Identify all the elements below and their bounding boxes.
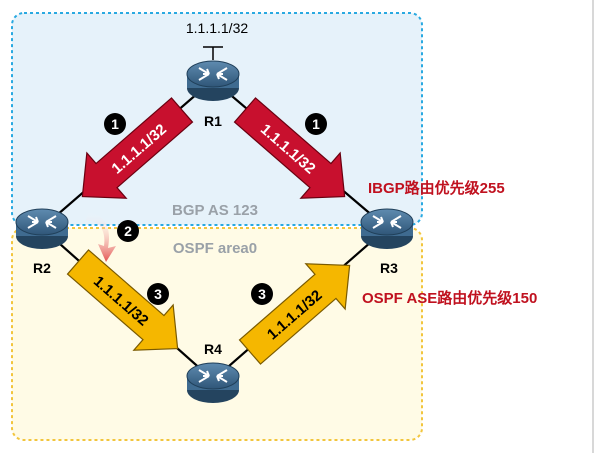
router-r1-label: R1 — [204, 113, 222, 129]
r1-loopback-stub — [203, 46, 223, 60]
ibgp-preference-annotation: IBGP路由优先级255 — [368, 179, 505, 197]
numbered-circle-icon: 2 — [117, 220, 139, 242]
router-r3-label: R3 — [380, 260, 398, 276]
router-r3 — [360, 208, 414, 249]
numbered-circle-icon: 3 — [251, 283, 273, 305]
router-r1 — [186, 60, 240, 101]
router-icon — [198, 369, 228, 383]
loopback-prefix-label: 1.1.1.1/32 — [186, 20, 248, 36]
step-3-left: 3 — [154, 286, 162, 302]
ospf-ase-preference-annotation: OSPF ASE路由优先级150 — [362, 289, 537, 307]
router-r2-label: R2 — [33, 260, 51, 276]
numbered-circle-icon: 1 — [104, 113, 126, 135]
bgp-area-label: BGP AS 123 — [172, 202, 258, 219]
router-icon — [372, 215, 402, 229]
router-r4-label: R4 — [204, 341, 222, 357]
router-icon — [198, 67, 228, 81]
router-r2 — [15, 208, 69, 249]
step-2: 2 — [124, 223, 132, 239]
router-r4 — [186, 362, 240, 403]
arrow-r1-to-r2: 1.1.1.1/32 — [81, 97, 194, 199]
step-1-right: 1 — [312, 116, 320, 132]
step-3-right: 3 — [258, 286, 266, 302]
numbered-circle-icon: 1 — [305, 113, 327, 135]
redistribution-curl-icon — [86, 212, 116, 262]
numbered-circle-icon: 3 — [147, 283, 169, 305]
ospf-area-label: OSPF area0 — [173, 240, 257, 257]
ospf-area0-area — [11, 227, 423, 441]
step-1-left: 1 — [111, 116, 119, 132]
router-icon — [27, 215, 57, 229]
